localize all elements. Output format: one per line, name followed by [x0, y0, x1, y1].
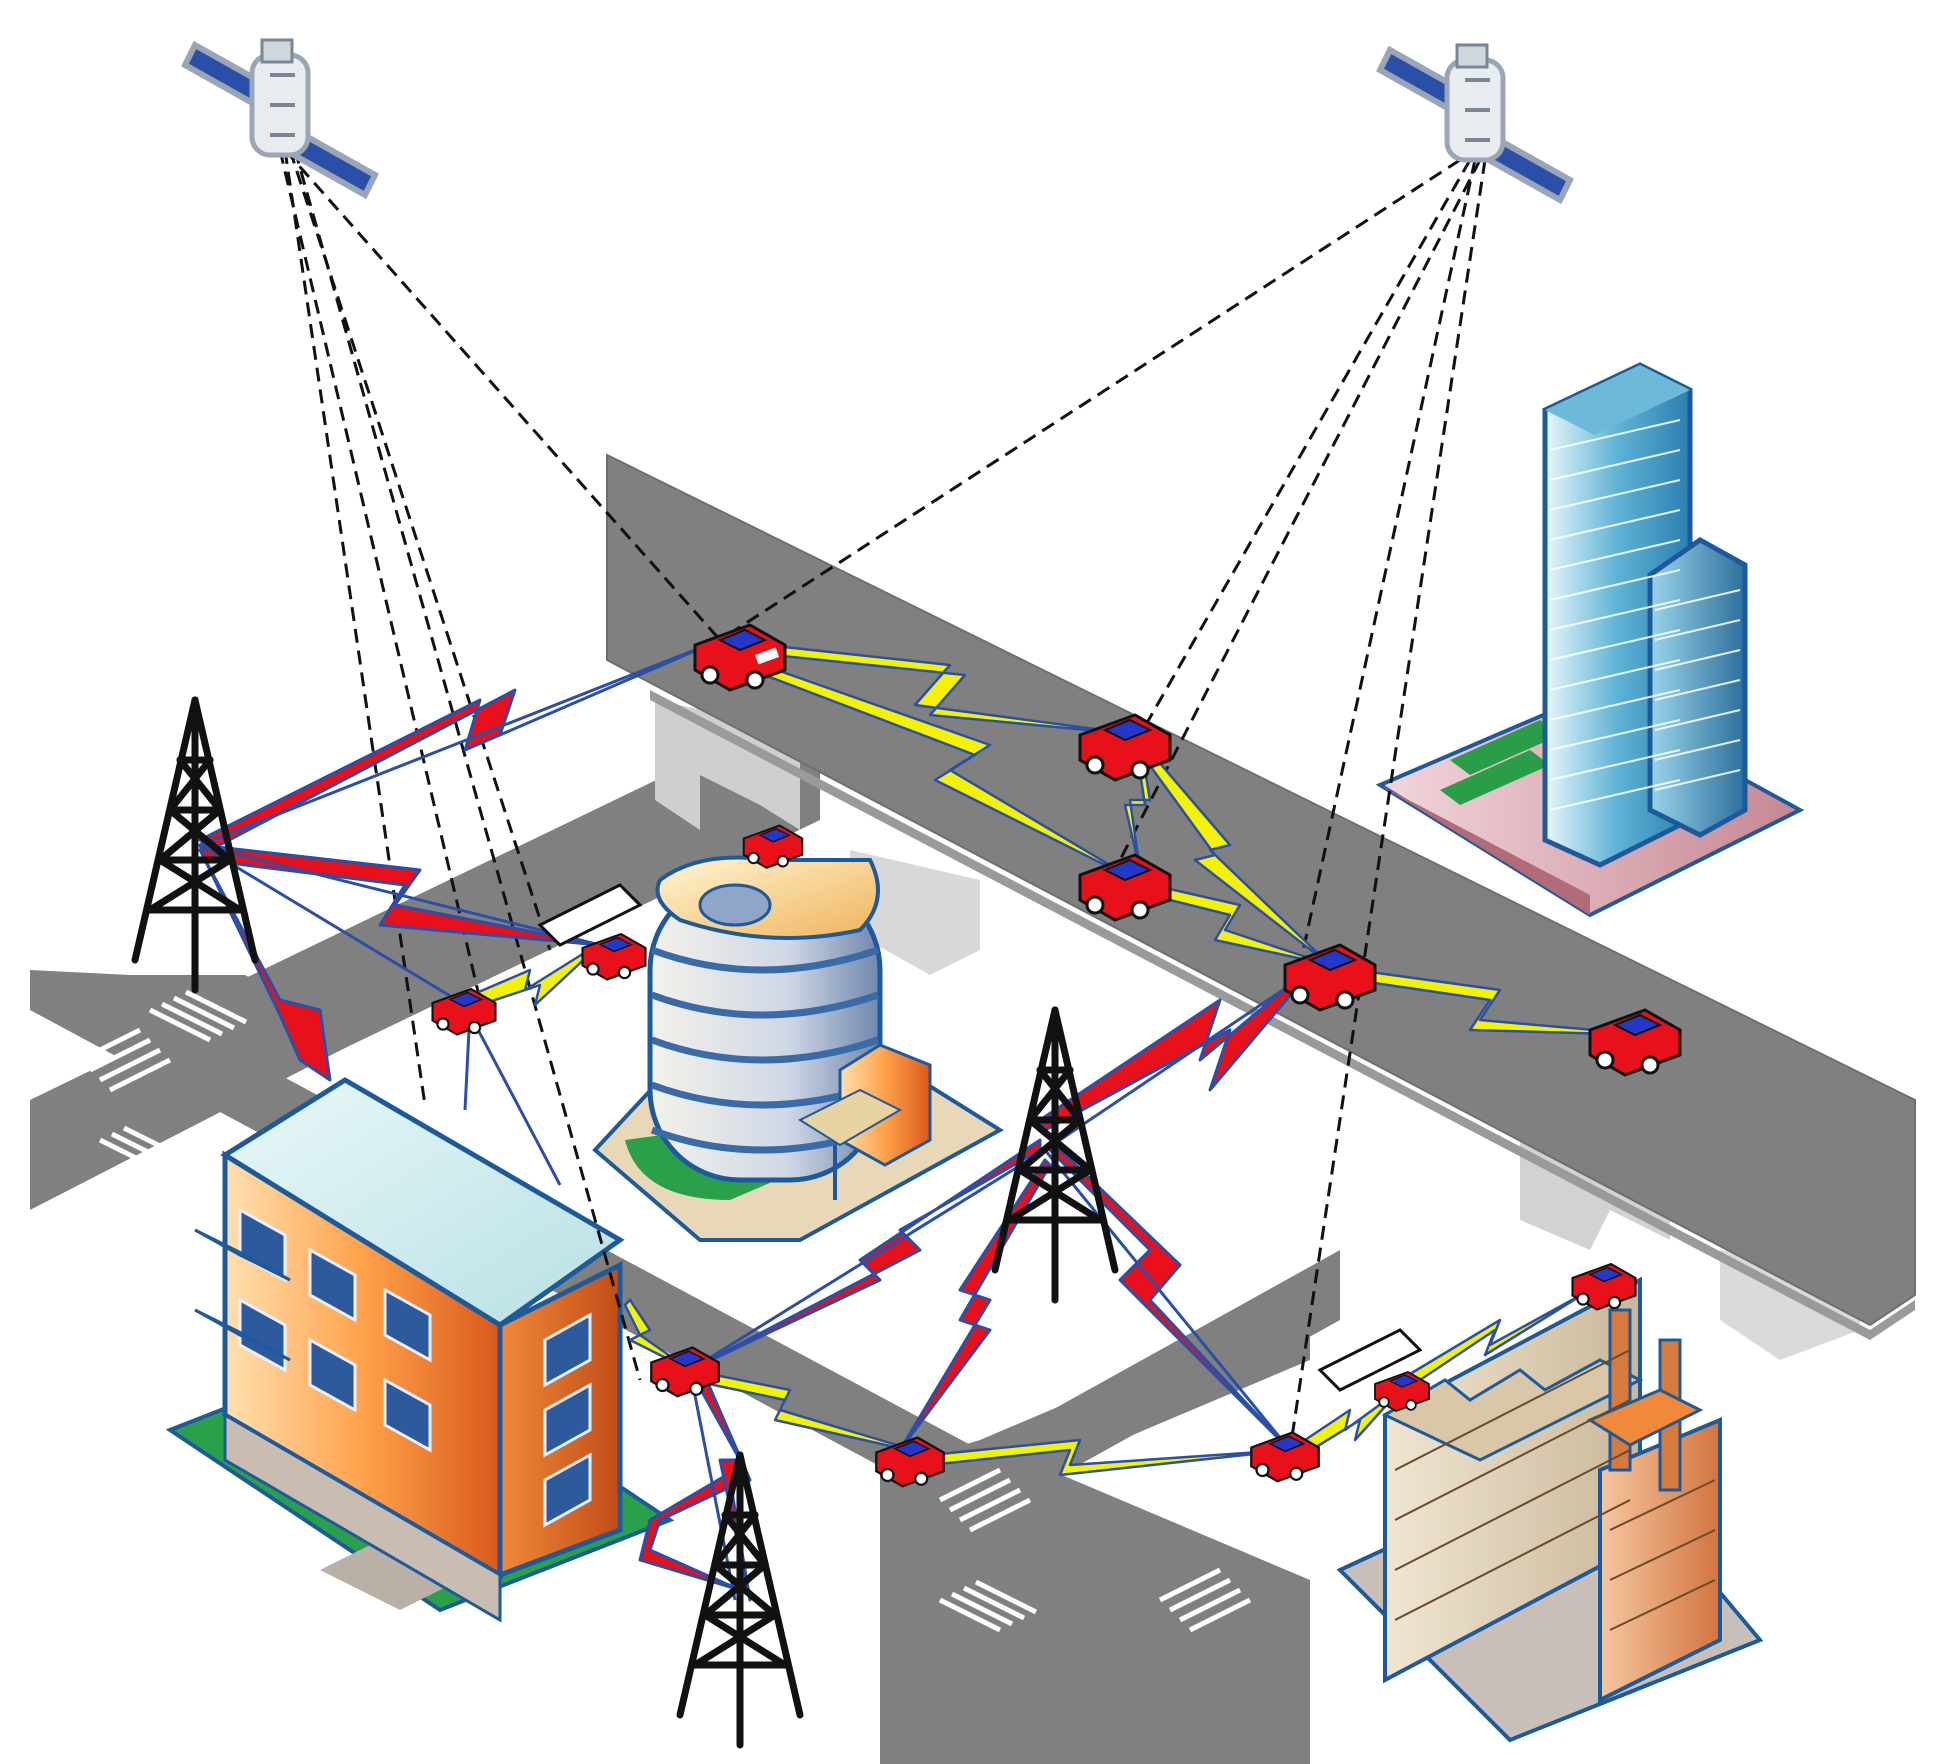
crosswalks: [78, 989, 1252, 1633]
apartment-building-icon: [165, 1077, 675, 1623]
car-icon[interactable]: [1571, 1262, 1637, 1311]
round-office-building-icon: [592, 855, 1004, 1242]
car-icon[interactable]: [875, 1436, 945, 1488]
tower-thin-links: [199, 638, 1321, 1601]
vehicles: [431, 623, 1682, 1488]
street-bottom-left-arm: [880, 1560, 960, 1764]
car-icon[interactable]: [1250, 1431, 1320, 1483]
highway-pillar-mid: [850, 850, 980, 975]
roadside-unit-icon: [537, 883, 1423, 1392]
street-mid-diagonal: [200, 730, 820, 1060]
satellite-links: [278, 149, 1487, 1451]
street-lower-diagonal: [30, 970, 1340, 1520]
car-icon[interactable]: [1078, 853, 1172, 922]
car-icon[interactable]: [1078, 713, 1172, 782]
cell-tower-icon[interactable]: [991, 1006, 1119, 1304]
car-icon[interactable]: [431, 987, 497, 1036]
car-icon[interactable]: [581, 932, 647, 981]
cell-tower-icon[interactable]: [676, 1451, 804, 1749]
car-icon[interactable]: [1588, 1008, 1682, 1077]
street-bottom-intersection: [880, 1300, 1310, 1764]
car-icon[interactable]: [693, 623, 787, 692]
car-icon[interactable]: [650, 1346, 720, 1398]
car-icon[interactable]: [1283, 943, 1377, 1012]
car-icon[interactable]: [1374, 1371, 1430, 1412]
cell-tower-icon[interactable]: [131, 696, 259, 994]
satellite-icon[interactable]: [181, 38, 379, 200]
satellite-icon[interactable]: [1376, 43, 1574, 205]
skyscraper-icon: [1375, 362, 1805, 918]
factory-icon: [1336, 1276, 1764, 1743]
ground-roads: [30, 730, 1340, 1764]
car-icon[interactable]: [742, 824, 804, 869]
